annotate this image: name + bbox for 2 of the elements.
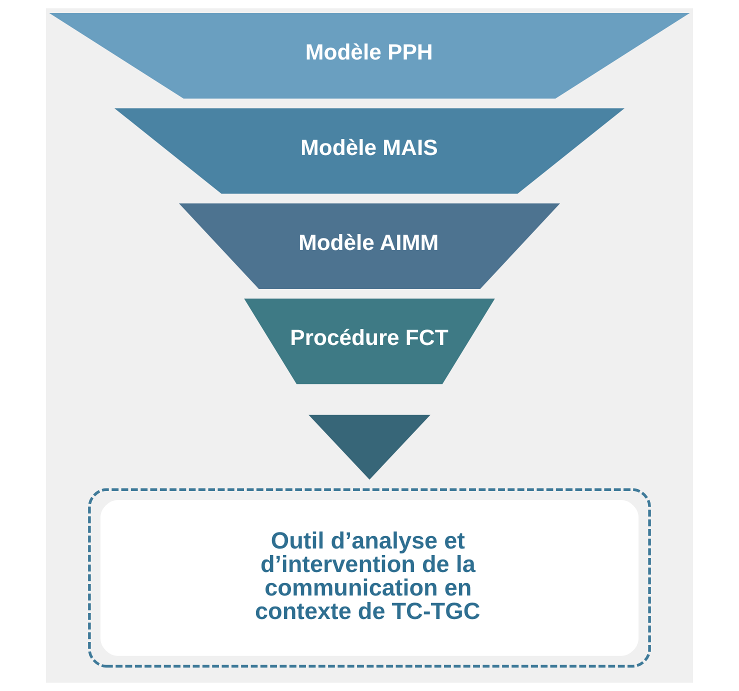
cluster [88,488,651,668]
node-triangle [308,414,430,480]
